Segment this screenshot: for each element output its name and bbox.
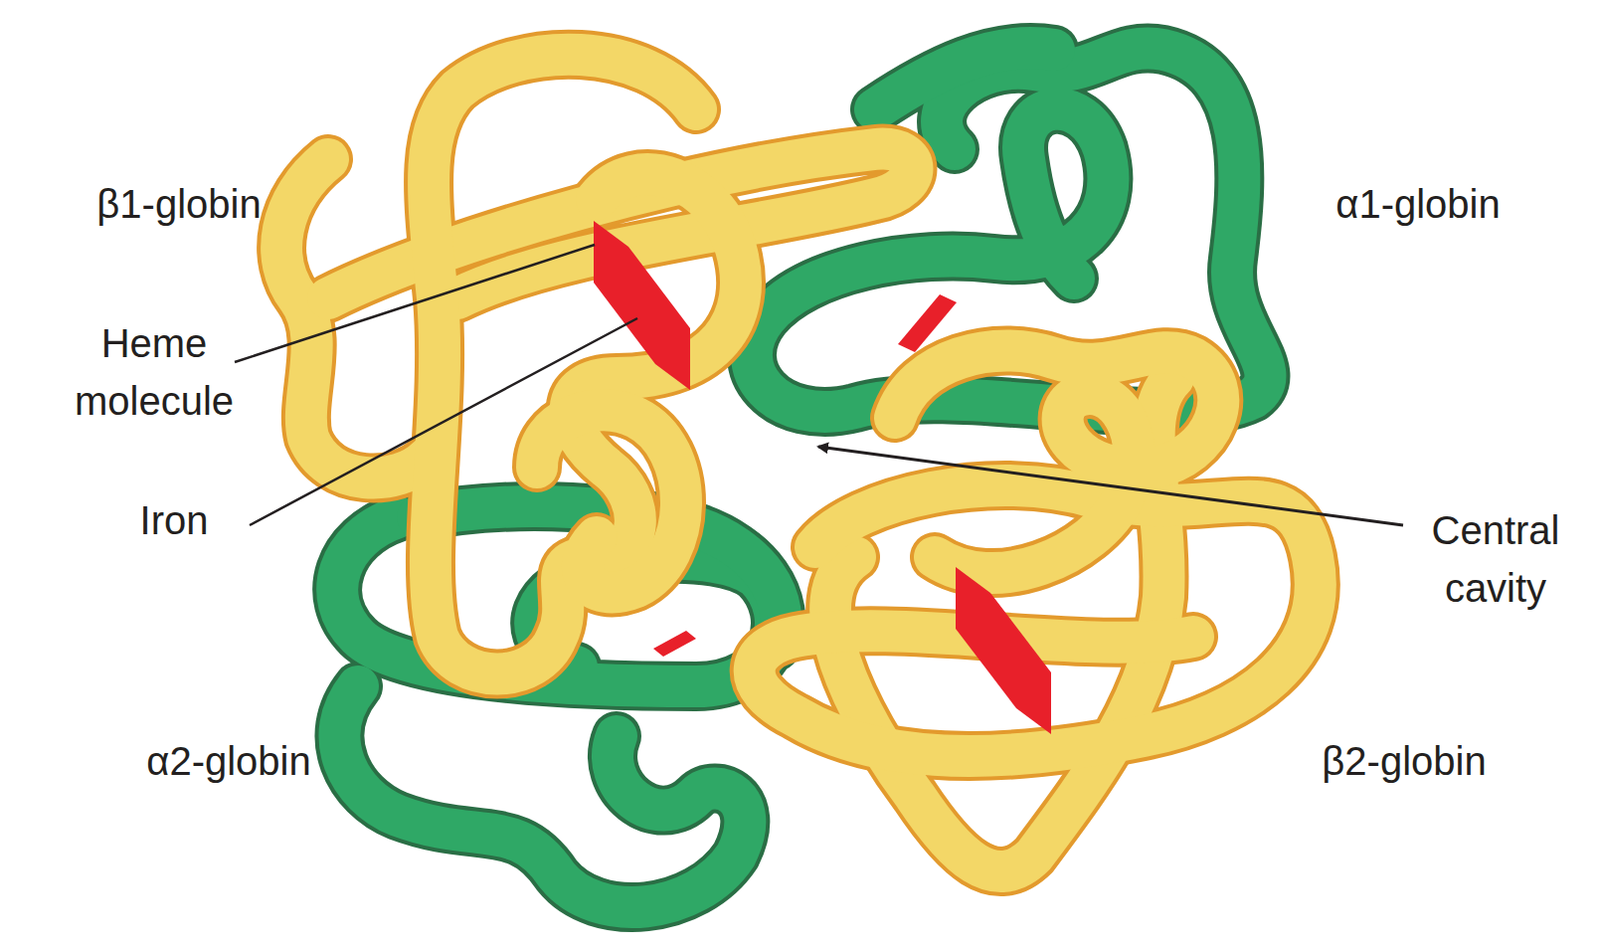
chain-label: β1-globin — [69, 175, 289, 233]
part-label: Heme molecule — [39, 314, 269, 430]
chain-label: α1-globin — [1298, 175, 1538, 233]
heme-plate — [653, 630, 697, 657]
beta-globin-chains — [281, 54, 1316, 872]
heme-plate — [955, 566, 1052, 734]
chain-label: α2-globin — [119, 731, 339, 790]
leader-line — [249, 318, 638, 526]
heme-plate — [593, 220, 691, 390]
chain-label: β2-globin — [1284, 731, 1524, 790]
part-label: Central cavity — [1396, 501, 1596, 617]
leader-arrow — [818, 446, 1404, 526]
part-label: Iron — [109, 491, 239, 549]
leader-line — [234, 244, 595, 362]
